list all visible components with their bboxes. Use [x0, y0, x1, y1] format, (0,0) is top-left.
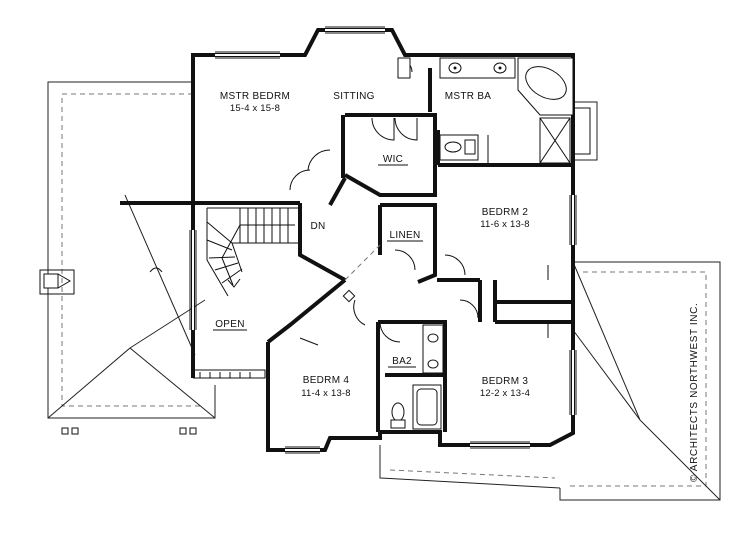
copyright-text: © ARCHITECTS NORTHWEST INC. [689, 303, 700, 482]
interior-walls [120, 68, 573, 432]
bedroom-2-dims: 11-6 x 13-8 [480, 219, 530, 230]
roof-outline-right [379, 261, 721, 501]
bedroom-2-label: BEDRM 2 [482, 207, 529, 218]
open-to-below-ledge [193, 369, 266, 379]
roof-vent-left [39, 267, 163, 295]
open-to-below-label: OPEN [215, 319, 245, 330]
master-bath-fixtures [397, 57, 574, 164]
bedroom-4-dims: 11-4 x 13-8 [301, 388, 351, 399]
bedroom-3-dims: 12-2 x 13-4 [480, 388, 530, 399]
windows [189, 26, 577, 454]
label-underlines [213, 164, 423, 368]
bay-roof-right [573, 101, 598, 161]
bedroom-3-label: BEDRM 3 [482, 376, 529, 387]
master-bath-label: MSTR BA [445, 91, 492, 102]
linen-label: LINEN [390, 230, 421, 241]
roof-vents-bottom [61, 427, 197, 435]
bath-2-label: BA2 [392, 356, 412, 367]
stair [206, 207, 300, 297]
master-bedroom-dims: 15-4 x 15-8 [230, 103, 280, 114]
walk-in-closet-label: WIC [383, 154, 403, 165]
sitting-label: SITTING [333, 91, 375, 102]
bedroom-4-label: BEDRM 4 [303, 375, 350, 386]
stair-down-label: DN [310, 221, 325, 232]
bath-2-fixtures [390, 324, 444, 430]
master-bedroom-label: MSTR BEDRM [220, 91, 290, 102]
